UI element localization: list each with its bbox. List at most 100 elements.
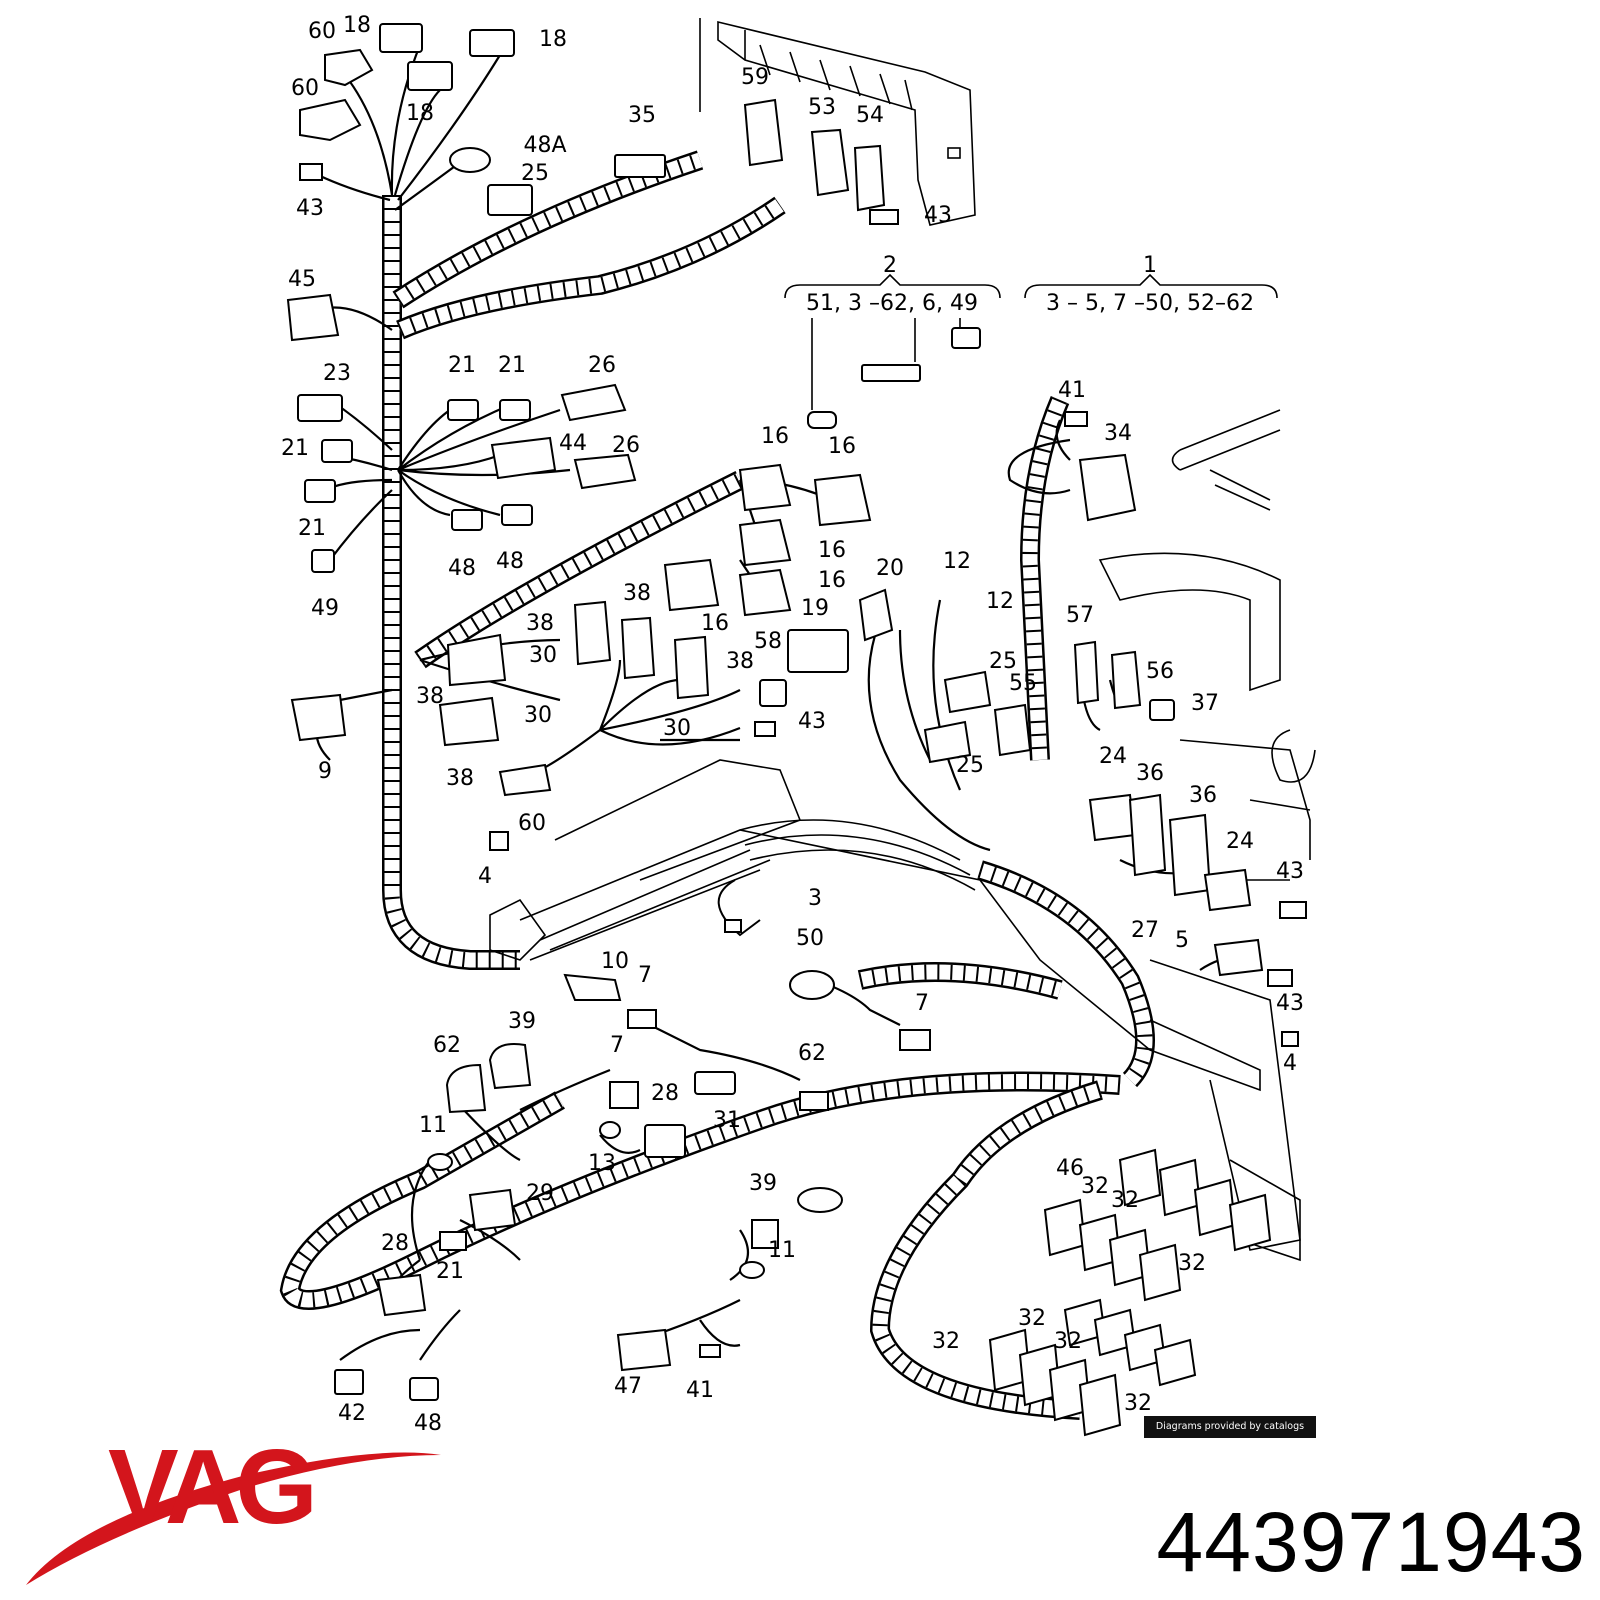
main-harness (279, 150, 1155, 1420)
callout-label: 32 (932, 1329, 960, 1354)
callout-label: 44 (559, 431, 587, 456)
control-unit-housing (699, 18, 976, 226)
callout-label: 21 (298, 516, 326, 541)
callout-label: 42 (338, 1401, 366, 1426)
callout-label: 41 (686, 1378, 714, 1403)
callout-label: 37 (1191, 691, 1219, 716)
callout-label: 43 (1276, 859, 1304, 884)
callout-label: 32 (1124, 1391, 1152, 1416)
callout-label: 18 (539, 27, 567, 52)
callout-label: 24 (1226, 829, 1254, 854)
callout-label: 32 (1054, 1329, 1082, 1354)
callout-label: 62 (798, 1041, 826, 1066)
callout-label: 5 (1175, 928, 1189, 953)
callout-label: 18 (406, 101, 434, 126)
callout-label: 25 (956, 753, 984, 778)
callout-label: 32 (1111, 1188, 1139, 1213)
callout-label: 45 (288, 267, 316, 292)
callout-label: 11 (768, 1238, 796, 1263)
callout-label: 26 (612, 433, 640, 458)
vag-logo-swoosh (26, 1452, 441, 1585)
callout-label: 43 (296, 196, 324, 221)
callout-label: 38 (526, 611, 554, 636)
callout-label: 3 (808, 886, 822, 911)
callout-label: 38 (726, 649, 754, 674)
callout-label: 16 (701, 611, 729, 636)
callout-label: 62 (433, 1033, 461, 1058)
callout-label: 48 (496, 549, 524, 574)
callout-label: 16 (818, 568, 846, 593)
callout-label: 47 (614, 1374, 642, 1399)
callout-label: 23 (323, 361, 351, 386)
callout-label: 21 (436, 1259, 464, 1284)
callout-label: 21 (448, 353, 476, 378)
callout-label: 30 (663, 716, 691, 741)
callout-label: 43 (1276, 991, 1304, 1016)
callout-label: 50 (796, 926, 824, 951)
central-bundle (489, 759, 1301, 1262)
callout-label: 39 (508, 1009, 536, 1034)
callout-label: 4 (1283, 1051, 1297, 1076)
callout-label: 43 (924, 203, 952, 228)
callout-label: 60 (308, 19, 336, 44)
callout-label: 24 (1099, 744, 1127, 769)
callout-label: 46 (1056, 1156, 1084, 1181)
callout-label: 16 (761, 424, 789, 449)
callout-label: 11 (419, 1113, 447, 1138)
brand-logo-text: VAG (108, 1428, 318, 1546)
callout-label: 12 (943, 549, 971, 574)
connector-shapes (286, 23, 1316, 1437)
callout-label: 48 (414, 1411, 442, 1436)
callout-label: 54 (856, 103, 884, 128)
callout-label: 38 (416, 684, 444, 709)
callout-label: 36 (1189, 783, 1217, 808)
callout-label: 32 (1018, 1306, 1046, 1331)
callout-label: 20 (876, 556, 904, 581)
callout-label: 41 (1058, 378, 1086, 403)
callout-label: 26 (588, 353, 616, 378)
callout-label: 56 (1146, 659, 1174, 684)
callout-label: 27 (1131, 918, 1159, 943)
callout-label: 32 (1081, 1174, 1109, 1199)
callout-label: 28 (651, 1081, 679, 1106)
callout-label: 30 (524, 703, 552, 728)
callout-label: 48A (523, 133, 566, 158)
callout-label: 21 (498, 353, 526, 378)
callout-label: 16 (818, 538, 846, 563)
group-1-contents: 3 – 5, 7 –50, 52–62 (1046, 291, 1254, 316)
callout-label: 4 (478, 864, 492, 889)
callout-label: 29 (526, 1181, 554, 1206)
diagram-credit: Diagrams provided by catalogs parts (1144, 1416, 1316, 1454)
callout-label: 31 (713, 1108, 741, 1133)
callout-label: 25 (521, 161, 549, 186)
group-2-contents: 51, 3 –62, 6, 49 (806, 291, 978, 316)
callout-label: 58 (754, 629, 782, 654)
callout-label: 28 (381, 1231, 409, 1256)
callout-label: 59 (741, 65, 769, 90)
callout-label: 35 (628, 103, 656, 128)
callout-label: 9 (318, 759, 332, 784)
callout-label: 55 (1009, 671, 1037, 696)
callout-label: 36 (1136, 761, 1164, 786)
group-2-number: 2 (883, 253, 897, 278)
group-1-number: 1 (1143, 253, 1157, 278)
group-brackets (784, 273, 1278, 299)
callout-label: 43 (798, 709, 826, 734)
callout-label: 34 (1104, 421, 1132, 446)
callout-label: 38 (623, 581, 651, 606)
callout-label: 53 (808, 95, 836, 120)
callout-label: 10 (601, 949, 629, 974)
callout-label: 30 (529, 643, 557, 668)
callout-label: 13 (588, 1151, 616, 1176)
callout-label: 32 (1178, 1251, 1206, 1276)
callout-label: 39 (749, 1171, 777, 1196)
callout-label: 7 (915, 991, 929, 1016)
callout-label: 7 (638, 963, 652, 988)
callout-label: 60 (518, 811, 546, 836)
callout-label: 19 (801, 596, 829, 621)
callout-label: 60 (291, 76, 319, 101)
callout-label: 18 (343, 13, 371, 38)
callout-label: 12 (986, 589, 1014, 614)
